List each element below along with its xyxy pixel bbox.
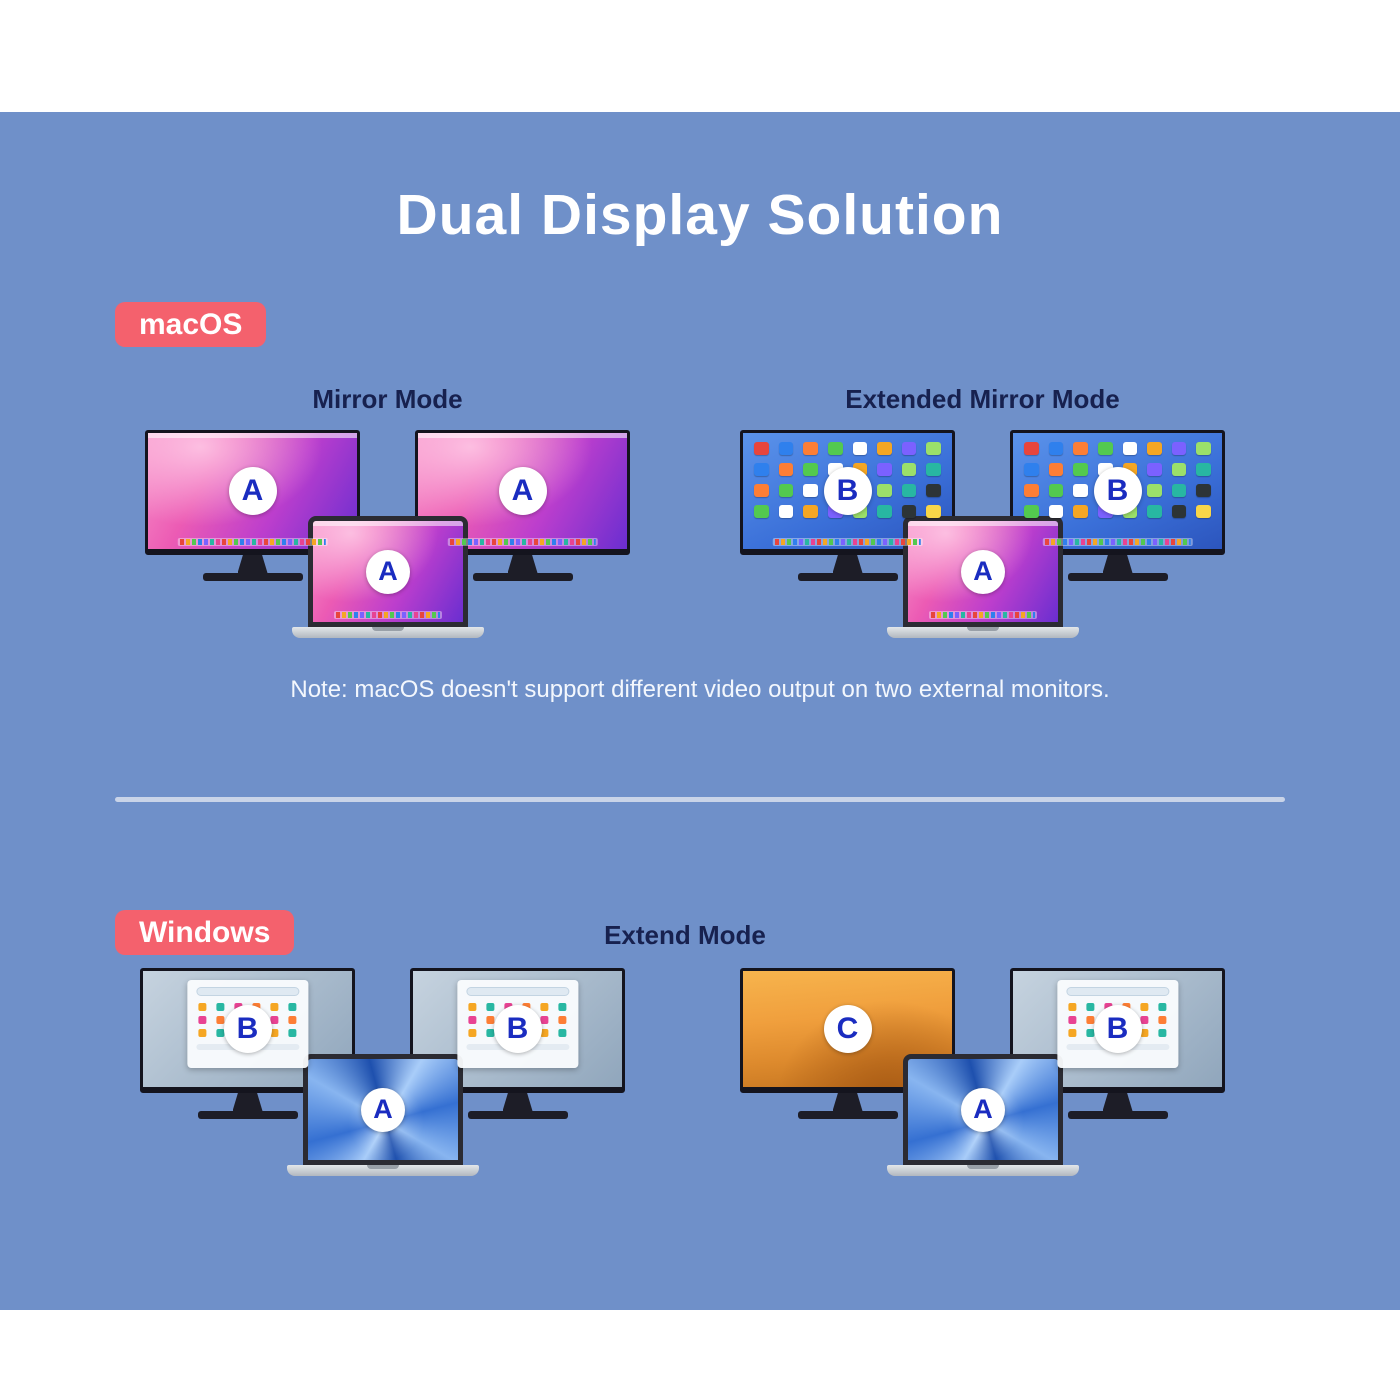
- monitor-screen: B: [140, 968, 355, 1093]
- display-label-badge: B: [223, 1005, 272, 1053]
- monitor-stand-base: [797, 1111, 898, 1119]
- mirror-mode-label: Mirror Mode: [312, 384, 463, 414]
- laptop-base: [887, 627, 1079, 638]
- extended-mirror-mode-label: Extended Mirror Mode: [845, 384, 1120, 414]
- laptop-screen: A: [903, 516, 1063, 627]
- display-label-badge: A: [961, 1087, 1005, 1132]
- monitor-stand-base: [197, 1111, 298, 1119]
- external-monitor: B: [1010, 968, 1225, 1119]
- menu-bar: [908, 521, 1058, 526]
- laptop-screen: A: [308, 516, 468, 627]
- monitor-stand: [507, 555, 538, 573]
- monitor-stand-base: [467, 1111, 568, 1119]
- display-label: C: [836, 1012, 859, 1045]
- laptop-screen: A: [903, 1054, 1063, 1165]
- macos-mirror-group: A A A: [145, 430, 630, 662]
- display-label-badge: B: [493, 1005, 542, 1053]
- monitor-stand: [502, 1093, 533, 1111]
- monitor-screen: C: [740, 968, 955, 1093]
- dock: [772, 538, 923, 546]
- monitor-stand-base: [797, 573, 898, 581]
- monitor-stand-base: [472, 573, 573, 581]
- laptop: A: [292, 516, 484, 638]
- laptop-base: [287, 1165, 479, 1176]
- section-divider: [115, 797, 1285, 802]
- monitor-stand-base: [202, 573, 303, 581]
- monitor-screen: B: [1010, 430, 1225, 555]
- menu-bar: [418, 433, 627, 438]
- laptop: A: [287, 1054, 479, 1176]
- external-monitor: B: [410, 968, 625, 1119]
- display-label: B: [236, 1012, 259, 1045]
- display-label: A: [511, 474, 534, 507]
- external-monitor: A: [415, 430, 630, 581]
- menu-bar: [313, 521, 463, 526]
- monitor-screen: B: [740, 430, 955, 555]
- dock: [1042, 538, 1193, 546]
- display-label-badge: A: [366, 549, 410, 594]
- display-label: B: [1106, 474, 1129, 507]
- display-label-badge: B: [823, 467, 872, 515]
- monitor-stand: [832, 555, 863, 573]
- macos-note: Note: macOS doesn't support different vi…: [290, 676, 1110, 703]
- laptop-screen: A: [303, 1054, 463, 1165]
- extend-mode-label: Extend Mode: [604, 920, 766, 950]
- page-title: Dual Display Solution: [396, 183, 1004, 247]
- laptop: A: [887, 1054, 1079, 1176]
- dock: [929, 611, 1037, 619]
- display-label-badge: A: [961, 549, 1005, 594]
- monitor-stand: [1102, 555, 1133, 573]
- display-label-badge: A: [361, 1087, 405, 1132]
- display-label-badge: B: [1093, 467, 1142, 515]
- windows-extend-group-left: B B A: [140, 968, 625, 1200]
- display-label-badge: C: [823, 1005, 872, 1053]
- dock: [447, 538, 598, 546]
- windows-badge: Windows: [115, 910, 295, 955]
- display-label-badge: A: [228, 467, 277, 515]
- external-monitor: A: [145, 430, 360, 581]
- monitor-screen: A: [415, 430, 630, 555]
- macos-badge: macOS: [115, 302, 267, 347]
- monitor-stand: [237, 555, 268, 573]
- dock: [334, 611, 442, 619]
- wallpaper-art: [743, 433, 952, 549]
- monitor-screen: A: [145, 430, 360, 555]
- monitor-stand: [1102, 1093, 1133, 1111]
- monitor-stand: [832, 1093, 863, 1111]
- external-monitor: B: [140, 968, 355, 1119]
- monitor-screen: B: [410, 968, 625, 1093]
- external-monitor: B: [1010, 430, 1225, 581]
- display-label: A: [973, 1094, 993, 1124]
- laptop-base: [887, 1165, 1079, 1176]
- dock: [177, 538, 328, 546]
- monitor-screen: B: [1010, 968, 1225, 1093]
- monitor-stand: [232, 1093, 263, 1111]
- display-label: A: [378, 556, 398, 586]
- display-label-badge: A: [498, 467, 547, 515]
- display-label: A: [973, 556, 993, 586]
- monitor-stand-base: [1067, 1111, 1168, 1119]
- display-label: A: [373, 1094, 393, 1124]
- wallpaper-art: [413, 971, 622, 1087]
- macos-extended-mirror-group: B B A: [740, 430, 1225, 662]
- monitor-stand-base: [1067, 573, 1168, 581]
- windows-extend-group-right: C B A: [740, 968, 1225, 1200]
- laptop-base: [292, 627, 484, 638]
- display-label: B: [506, 1012, 529, 1045]
- laptop: A: [887, 516, 1079, 638]
- display-label: A: [241, 474, 264, 507]
- external-monitor: B: [740, 430, 955, 581]
- display-label-badge: B: [1093, 1005, 1142, 1053]
- display-label: B: [1106, 1012, 1129, 1045]
- menu-bar: [148, 433, 357, 438]
- display-label: B: [836, 474, 859, 507]
- external-monitor: C: [740, 968, 955, 1119]
